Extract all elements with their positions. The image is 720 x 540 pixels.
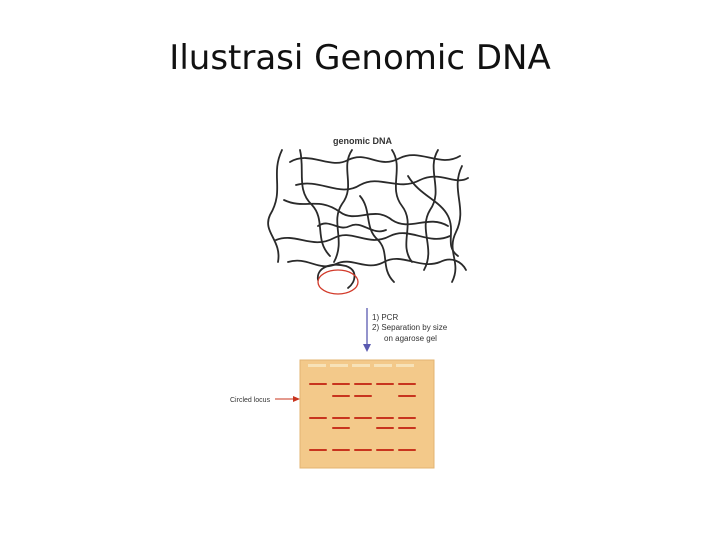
slide-title: Ilustrasi Genomic DNA [169, 38, 551, 78]
dna-strand [391, 149, 413, 263]
genomic-dna-label: genomic DNA [333, 136, 393, 146]
gel-well [330, 364, 348, 367]
step-pcr-label: 1) PCR [372, 313, 398, 322]
dna-strand [359, 195, 395, 283]
gel-bands [309, 383, 416, 451]
dna-strand [287, 257, 467, 271]
dna-strands [267, 149, 469, 289]
dna-strand [267, 149, 283, 263]
gel-well [396, 364, 414, 367]
circled-locus-arrow [275, 396, 300, 402]
gel-well [352, 364, 370, 367]
dna-strand [333, 149, 353, 263]
dna-strand [407, 175, 459, 257]
dna-strand [295, 175, 469, 191]
dna-strand [423, 149, 439, 271]
dna-strand [451, 165, 463, 283]
dna-strand [283, 199, 449, 227]
circled-locus-marker [317, 269, 359, 295]
step-gel-label: on agarose gel [384, 334, 437, 343]
agarose-gel [299, 359, 435, 469]
gel-well [308, 364, 326, 367]
gel-wells [308, 364, 414, 367]
dna-strand [317, 222, 387, 233]
process-arrow [363, 308, 371, 352]
dna-strand [317, 263, 356, 289]
dna-strand [275, 232, 451, 244]
step-separation-label: 2) Separation by size [372, 323, 448, 332]
dna-strand [299, 149, 331, 257]
gel-well [374, 364, 392, 367]
dna-strand [289, 154, 461, 164]
circled-locus-label: Circled locus [230, 397, 271, 404]
